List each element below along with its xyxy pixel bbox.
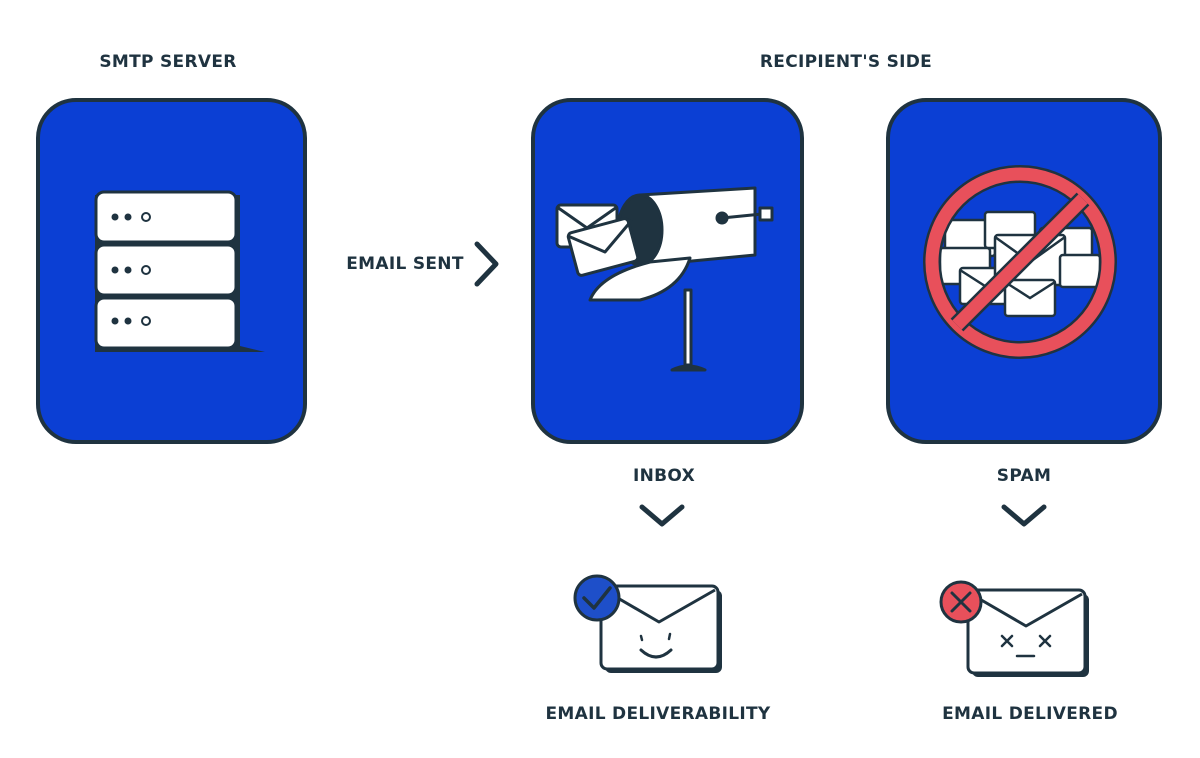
prohibited-icon [923, 165, 1117, 359]
server-rack-icon [94, 190, 265, 352]
recipients-side-heading: RECIPIENT'S SIDE [759, 52, 933, 72]
chevron-right-icon [474, 241, 499, 287]
happy-envelope-icon [599, 584, 722, 673]
spam-panel [886, 98, 1162, 444]
error-badge-icon [939, 580, 983, 624]
spam-label: SPAM [996, 466, 1052, 486]
smtp-server-panel [36, 98, 307, 444]
mailbox-icon [555, 186, 774, 372]
check-badge-icon [573, 574, 621, 622]
failed-envelope-icon [966, 588, 1089, 677]
chevron-down-icon [639, 504, 685, 527]
chevron-down-icon [1001, 504, 1047, 527]
email-sent-label: EMAIL SENT [346, 254, 464, 274]
email-deliverability-label: EMAIL DELIVERABILITY [545, 704, 771, 724]
email-delivered-label: EMAIL DELIVERED [942, 704, 1118, 724]
inbox-panel [531, 98, 804, 444]
inbox-label: INBOX [633, 466, 695, 486]
smtp-server-heading: SMTP SERVER [99, 52, 237, 72]
